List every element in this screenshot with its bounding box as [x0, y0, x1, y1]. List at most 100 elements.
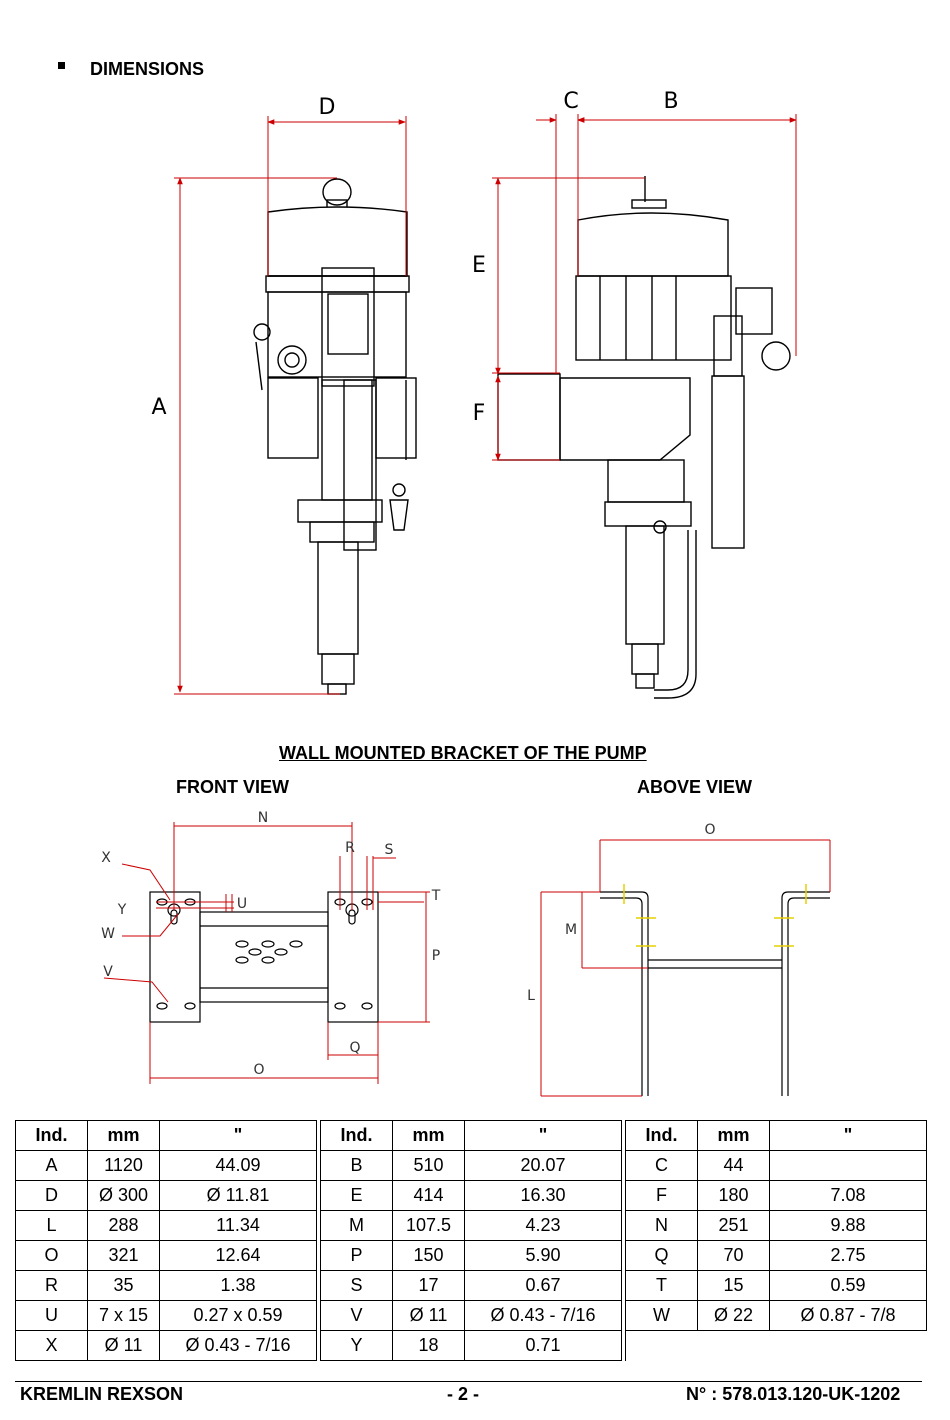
- table-cell: M: [320, 1210, 393, 1241]
- table-header-cell: Ind.: [625, 1120, 698, 1151]
- table-header-cell: ": [769, 1120, 927, 1151]
- bracket-label-r: R: [345, 840, 355, 856]
- table-cell: W: [625, 1300, 698, 1331]
- table-cell: Ø 11.81: [159, 1180, 317, 1211]
- bullet-icon: [58, 62, 65, 69]
- table-cell: 251: [697, 1210, 770, 1241]
- table-cell: 0.27 x 0.59: [159, 1300, 317, 1331]
- table-cell: 1.38: [159, 1270, 317, 1301]
- table-cell: C: [625, 1150, 698, 1181]
- section-title: DIMENSIONS: [90, 59, 205, 79]
- table-cell: U: [15, 1300, 88, 1331]
- table-cell: 321: [87, 1240, 160, 1271]
- table-cell: Ø 11: [392, 1300, 465, 1331]
- table-cell: [769, 1150, 927, 1181]
- bracket-front-dimensions: [103, 822, 430, 1084]
- table-empty-cell: [626, 1331, 698, 1361]
- table-cell: 0.59: [769, 1270, 927, 1301]
- table-header-row: Ind.mm"Ind.mm"Ind.mm": [15, 1120, 927, 1151]
- table-cell: A: [15, 1150, 88, 1181]
- side-view-dimensions: [492, 114, 797, 461]
- table-cell: V: [320, 1300, 393, 1331]
- table-cell: 180: [697, 1180, 770, 1211]
- footer-company: KREMLIN REXSON: [20, 1384, 184, 1404]
- table-cell: 70: [697, 1240, 770, 1271]
- table-gap: [621, 1330, 626, 1361]
- table-cell: 44: [697, 1150, 770, 1181]
- table-cell: 9.88: [769, 1210, 927, 1241]
- table-cell: N: [625, 1210, 698, 1241]
- table-cell: 17: [392, 1270, 465, 1301]
- table-cell: 11.34: [159, 1210, 317, 1241]
- table-header-cell: Ind.: [320, 1120, 393, 1151]
- table-cell: 510: [392, 1150, 465, 1181]
- table-cell: 4.23: [464, 1210, 622, 1241]
- bracket-label-q: Q: [349, 1040, 360, 1056]
- table-cell: 414: [392, 1180, 465, 1211]
- above-label-o: O: [704, 822, 715, 838]
- table-header-cell: mm: [87, 1120, 160, 1151]
- bracket-front-view: [149, 891, 379, 1023]
- bracket-label-t: T: [431, 888, 441, 904]
- table-cell: Q: [625, 1240, 698, 1271]
- table-cell: 288: [87, 1210, 160, 1241]
- bracket-label-o: O: [253, 1062, 264, 1078]
- front-view-dimensions: [174, 116, 407, 695]
- table-cell: S: [320, 1270, 393, 1301]
- bracket-label-w: W: [101, 926, 115, 942]
- bracket-above-dimensions: [540, 839, 831, 1097]
- table-cell: F: [625, 1180, 698, 1211]
- table-cell: 5.90: [464, 1240, 622, 1271]
- table-cell: D: [15, 1180, 88, 1211]
- table-cell: O: [15, 1240, 88, 1271]
- table-cell: Ø 300: [87, 1180, 160, 1211]
- bracket-above-view: [600, 891, 830, 1096]
- table-cell: 18: [392, 1330, 465, 1361]
- table-cell: 15: [697, 1270, 770, 1301]
- table-header-cell: Ind.: [15, 1120, 88, 1151]
- table-cell: 7.08: [769, 1180, 927, 1211]
- table-cell: 16.30: [464, 1180, 622, 1211]
- footer-page-number: - 2 -: [447, 1384, 480, 1404]
- dim-label-d: D: [319, 95, 336, 120]
- footer-divider: [15, 1381, 922, 1382]
- bracket-label-n: N: [258, 810, 268, 826]
- above-label-m: M: [565, 922, 577, 938]
- bracket-label-v: V: [103, 964, 113, 980]
- table-empty-cell: [770, 1331, 927, 1361]
- table-cell: 107.5: [392, 1210, 465, 1241]
- dim-label-c: C: [563, 89, 578, 114]
- above-view-title: ABOVE VIEW: [637, 777, 753, 797]
- table-header-cell: mm: [392, 1120, 465, 1151]
- table-cell: 2.75: [769, 1240, 927, 1271]
- table-header-cell: ": [159, 1120, 317, 1151]
- bracket-label-p: P: [432, 948, 440, 964]
- dim-label-a: A: [151, 395, 166, 420]
- table-empty-cell: [698, 1331, 770, 1361]
- table-cell: Ø 11: [87, 1330, 160, 1361]
- pump-front-view: [253, 178, 417, 695]
- dim-label-e: E: [472, 253, 486, 278]
- table-cell: 20.07: [464, 1150, 622, 1181]
- table-cell: E: [320, 1180, 393, 1211]
- dim-label-f: F: [473, 401, 486, 426]
- above-label-l: L: [527, 988, 535, 1004]
- bracket-title: WALL MOUNTED BRACKET OF THE PUMP: [279, 743, 647, 763]
- table-cell: 44.09: [159, 1150, 317, 1181]
- table-cell: 7 x 15: [87, 1300, 160, 1331]
- bracket-label-u: U: [237, 896, 247, 912]
- table-cell: Ø 0.43 - 7/16: [464, 1300, 622, 1331]
- table-cell: Ø 22: [697, 1300, 770, 1331]
- bracket-drawings: N X Y U W V R S T P Q O O M L: [101, 810, 831, 1097]
- table-cell: X: [15, 1330, 88, 1361]
- table-header-cell: mm: [697, 1120, 770, 1151]
- footer-doc-number: N° : 578.013.120-UK-1202: [686, 1384, 901, 1404]
